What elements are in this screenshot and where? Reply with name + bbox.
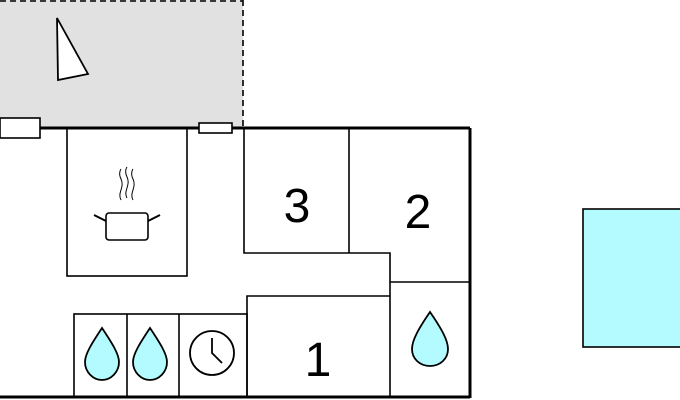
water-drop-icon [132, 326, 168, 381]
water-drop-icon [84, 326, 120, 381]
room-3-label: 3 [284, 180, 311, 233]
room-3: 3 [243, 128, 391, 282]
outer-walls [0, 126, 472, 399]
window [0, 117, 41, 139]
room-2: 2 [390, 186, 470, 283]
bathroom [389, 282, 449, 397]
pool [582, 208, 680, 348]
clock-icon [189, 330, 235, 376]
north-arrow-icon [56, 17, 90, 82]
utility-row [73, 313, 248, 398]
window [198, 122, 233, 134]
kitchen [66, 127, 188, 277]
room-2-label: 2 [405, 186, 432, 239]
cooking-pot-icon [93, 166, 161, 241]
water-drop-icon [411, 310, 449, 367]
room-1: 1 [246, 295, 390, 397]
room-1-label: 1 [305, 334, 332, 387]
terrace [0, 0, 244, 128]
